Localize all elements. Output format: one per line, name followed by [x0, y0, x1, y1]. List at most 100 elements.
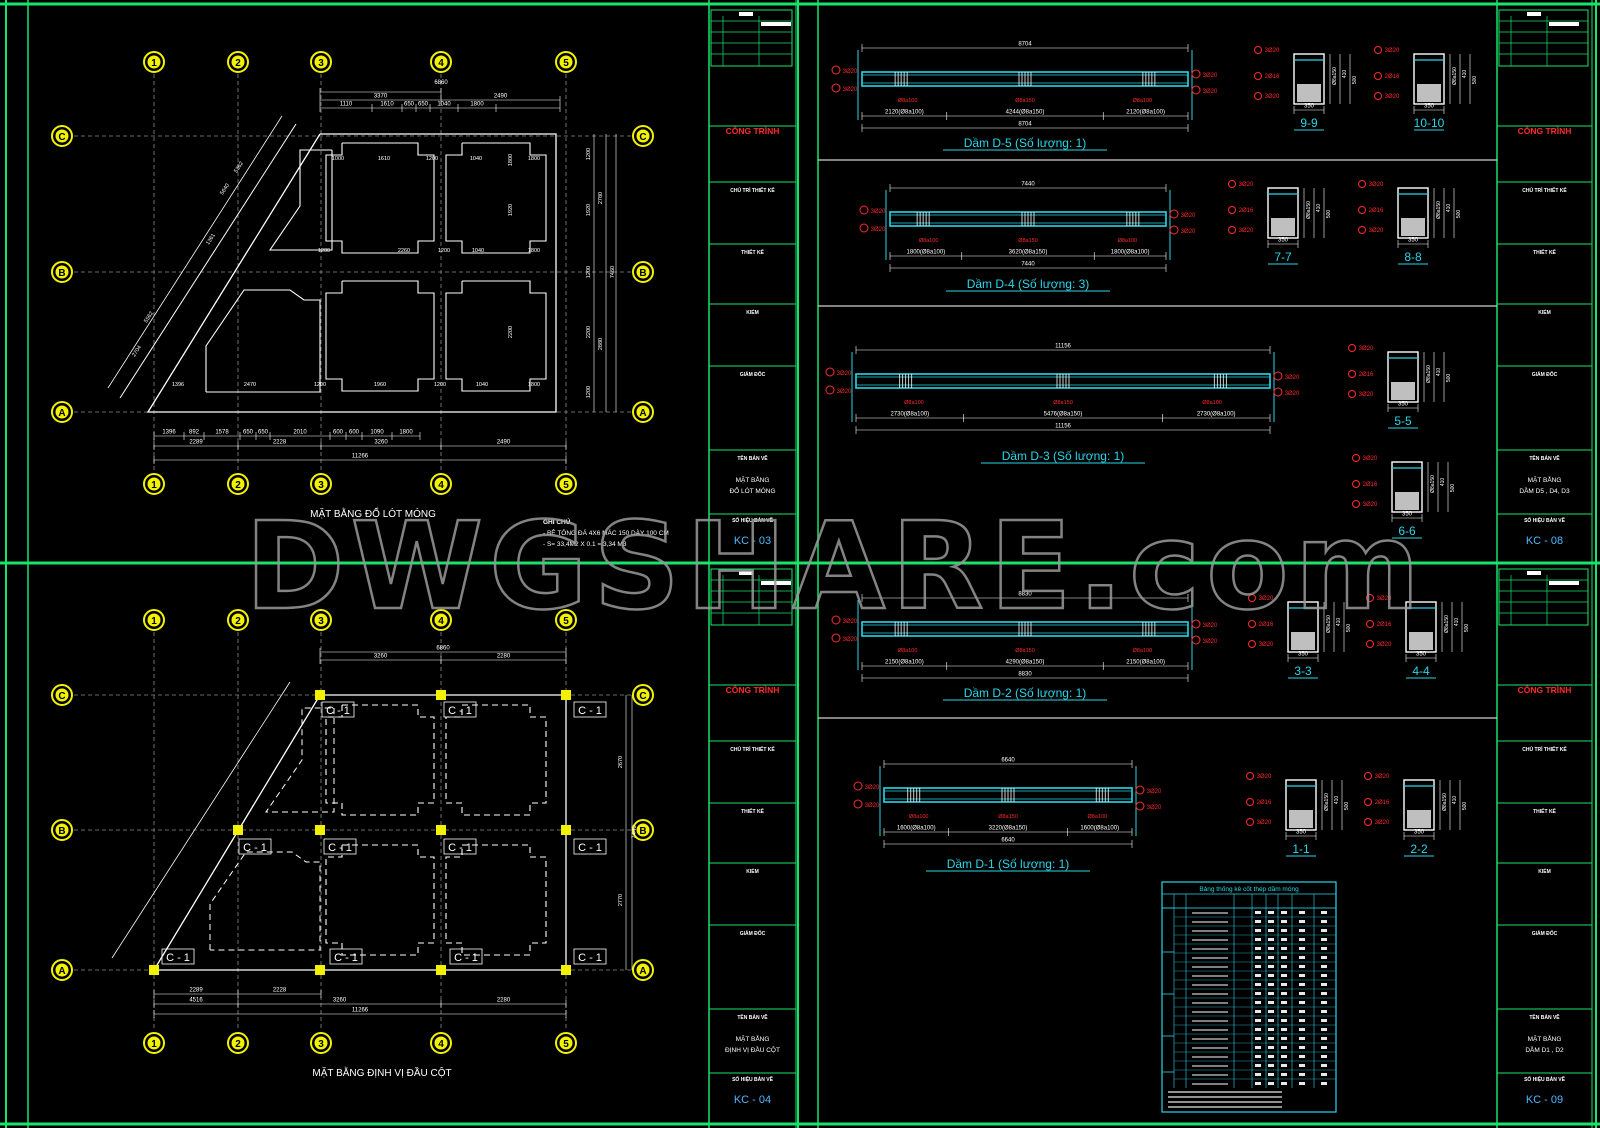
titleblock-cell-fill	[1527, 12, 1541, 16]
table-cell-value	[1268, 1019, 1274, 1022]
axis-circle-fill	[559, 477, 573, 491]
dim-value: 1800	[528, 382, 540, 388]
axis-bubble: A	[51, 959, 73, 981]
titleblock-designer: CHỦ TRÌ THIẾT KẾ	[730, 745, 775, 753]
rebar-tag: 3Ø20	[1181, 229, 1196, 235]
dim-value: 2730(Ø8a100)	[1197, 412, 1236, 418]
axis-label: 4	[438, 58, 444, 69]
dim-value: 350	[1278, 238, 1289, 244]
axis-label: 1	[151, 58, 157, 69]
column-tag: C - 1	[578, 842, 602, 854]
dim-value: 7440	[632, 825, 638, 839]
section-label: 7-7	[1274, 250, 1292, 264]
rebar-stirrup-label: Ø8a100	[904, 400, 924, 406]
table-cell-value	[1281, 1055, 1287, 1058]
axis-circle	[632, 819, 654, 841]
watermark-text: DWGSHARE.com	[245, 498, 1426, 637]
axis-circle-fill	[559, 55, 573, 69]
dim-value: 1800	[470, 102, 484, 108]
dim-value: 350	[1424, 104, 1435, 110]
axis-label: 1	[151, 480, 157, 491]
section-outline	[1397, 187, 1429, 239]
column-marker	[315, 825, 325, 835]
dim-value: Ø8a150	[1430, 475, 1436, 493]
axis-label: 4	[438, 1039, 444, 1050]
titleblock-director: GIÁM ĐỐC	[1532, 930, 1558, 937]
table-cell-value	[1268, 1028, 1274, 1031]
axis-circle	[227, 1032, 249, 1054]
dim-value: 7460	[610, 266, 616, 278]
dim-value: 2289	[189, 988, 203, 994]
dim-value: 410	[1454, 618, 1460, 627]
section-hatch	[1401, 218, 1425, 236]
dim-value: 410	[1462, 70, 1468, 79]
column-tag-box	[321, 701, 355, 718]
beam-title: Dầm D-4 (Số lượng: 3)	[967, 277, 1090, 291]
axis-bubble: 3	[310, 473, 332, 495]
table-cell-value	[1255, 1010, 1261, 1013]
rebar-tag-circle	[1135, 785, 1145, 795]
rebar-tag-circle	[1254, 92, 1262, 100]
lining-diagonal-offset	[119, 123, 297, 399]
table-cell-value	[1281, 1010, 1287, 1013]
rebar-tag-circle	[1246, 818, 1254, 826]
table-cell-value	[1299, 920, 1305, 923]
column-tag: C - 1	[578, 952, 602, 964]
footing-pad	[325, 704, 435, 816]
table-cell-value	[1299, 992, 1305, 995]
dim-value: 6640	[1001, 838, 1015, 844]
rebar-tag-circle	[831, 615, 841, 625]
rebar-stirrup-label: Ø8a150	[1018, 238, 1038, 244]
dim-value: 600	[349, 430, 360, 436]
rebar-tag: 3Ø20	[1359, 392, 1374, 398]
axis-circle	[51, 401, 73, 423]
axis-circle	[143, 1032, 165, 1054]
rebar-tag-circle	[1228, 180, 1236, 188]
titleblock-designer: CHỦ TRÌ THIẾT KẾ	[1522, 745, 1567, 753]
column-tag: C - 1	[448, 842, 472, 854]
axis-label: 3	[318, 616, 324, 627]
rebar-stirrup-label: Ø8a100	[898, 648, 918, 654]
table-frame	[1161, 881, 1337, 1113]
axis-label: 5	[563, 1039, 569, 1050]
footing-pad	[325, 142, 435, 254]
footing-pad-diagonal	[268, 149, 333, 251]
axis-label: 3	[318, 58, 324, 69]
table-cell-value	[1299, 1019, 1305, 1022]
axis-circle	[430, 473, 452, 495]
section-outline	[1413, 53, 1445, 105]
axis-circle-fill	[434, 477, 448, 491]
rebar-stirrup-label: Ø8a100	[1087, 814, 1107, 820]
titleblock-cell-fill	[1549, 22, 1579, 26]
rebar-tag: 3Ø20	[865, 803, 880, 809]
beam-title: Dầm D-3 (Số lượng: 1)	[1002, 449, 1125, 463]
dim-value: 5640	[219, 183, 231, 197]
dim-value: Ø8a150	[1326, 615, 1332, 633]
rebar-stirrup-label: Ø8a100	[919, 238, 939, 244]
column-marker	[561, 690, 571, 700]
table-cell-value	[1321, 1064, 1327, 1067]
dim-value: Ø8a150	[1426, 365, 1432, 383]
plan-title: MẶT BẰNG ĐỔ LÓT MÓNG	[310, 507, 436, 520]
rebar-tag: 3Ø20	[1147, 805, 1162, 811]
rebar-tag-circle	[1169, 209, 1179, 219]
titleblock-project: CÔNG TRÌNH	[1518, 125, 1572, 136]
table-title: Bảng thống kê cốt thép dầm móng	[1199, 884, 1299, 893]
axis-circle-fill	[636, 823, 650, 837]
dim-value: 600	[333, 430, 344, 436]
dim-value: 1090	[370, 430, 384, 436]
section-outline	[1391, 461, 1423, 513]
axis-label: 2	[235, 616, 241, 627]
rebar-tag-circle	[1273, 387, 1283, 397]
titleblock-header	[1498, 568, 1589, 626]
titleblock-drawing-name: DẦM D1 , D2	[1525, 1044, 1564, 1054]
rebar-tag: 3Ø20	[1369, 182, 1384, 188]
axis-circle-fill	[147, 613, 161, 627]
axis-circle	[310, 51, 332, 73]
rebar-tag-circle	[1366, 620, 1374, 628]
titleblock-drawing-name: MẶT BẰNG	[1528, 1034, 1562, 1043]
